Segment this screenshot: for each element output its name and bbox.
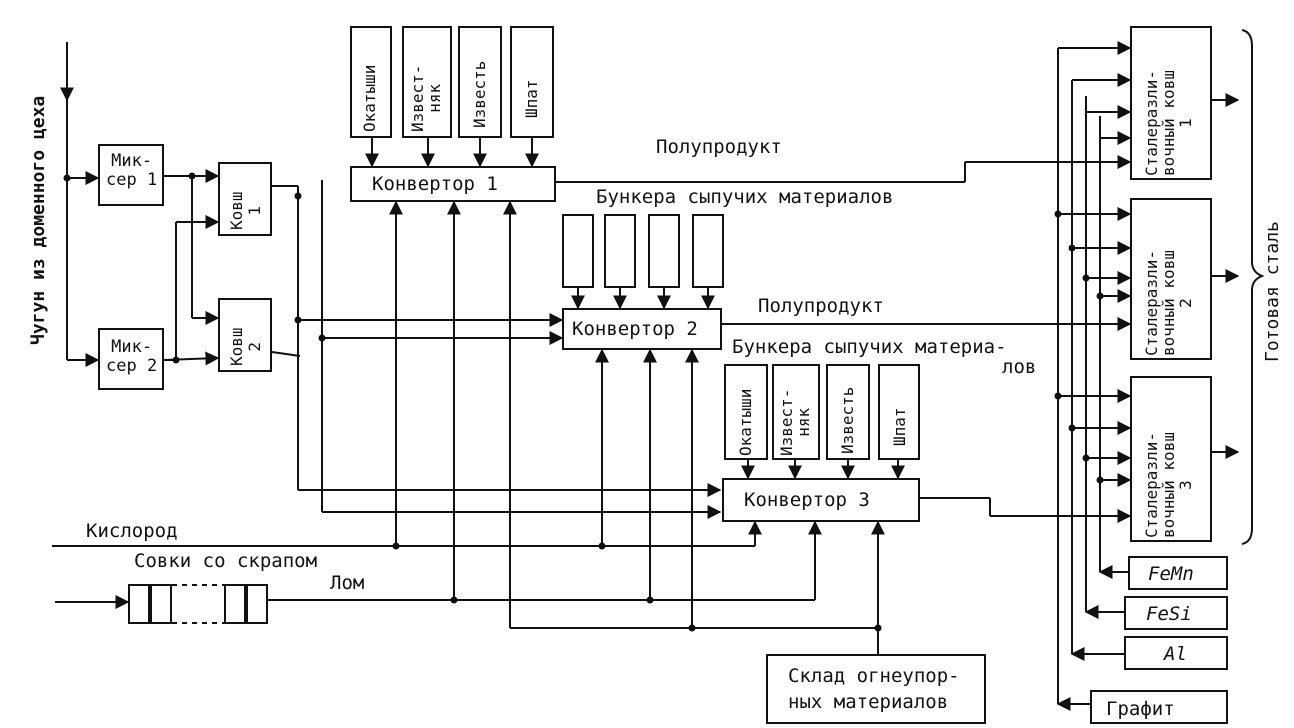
- additive-al-label: Al: [1164, 643, 1187, 665]
- lom-label: Лом: [330, 572, 365, 594]
- converter-3: Конвертор 3: [722, 478, 920, 522]
- bunker-label-3b: лов: [1002, 356, 1037, 378]
- bunker-label-3a: Бункера сыпучих материа-: [732, 336, 1007, 358]
- mixer-1-label: Мик- сер 1: [106, 151, 158, 190]
- ladle-1-label: Ковш 1: [227, 191, 264, 230]
- additive-fesi-label: FeSi: [1146, 603, 1192, 625]
- additive-graphite: Графит: [1090, 690, 1228, 724]
- bin-spar-1-label: Шпат: [522, 79, 541, 118]
- bin-pellets-1: Окатыши: [350, 26, 392, 138]
- converter-2-label: Конвертор 2: [572, 318, 698, 340]
- bin-limestone-3: Извест- няк: [772, 364, 820, 460]
- ladle-1: Ковш 1: [218, 162, 272, 236]
- bin-spar-1: Шпат: [510, 26, 554, 138]
- bunker-2d: [692, 214, 724, 288]
- additive-femn: FeMn: [1128, 556, 1228, 590]
- mixer-1: Мик- сер 1: [98, 144, 164, 206]
- pouring-ladle-1-label: Сталеразли- вочный ковш 1: [1142, 70, 1195, 176]
- scrap-box-1: [128, 584, 150, 624]
- refractory-label: Склад огнеупор- ных материалов: [788, 665, 960, 713]
- converter-1: Конвертор 1: [350, 166, 556, 202]
- pouring-ladle-3: Сталеразли- вочный ковш 3: [1130, 376, 1212, 542]
- converter-2: Конвертор 2: [562, 308, 722, 350]
- bin-pellets-3-label: Окатыши: [736, 388, 755, 456]
- oxygen-label: Кислород: [86, 520, 178, 542]
- additive-fesi: FeSi: [1124, 596, 1228, 630]
- additive-al: Al: [1124, 636, 1228, 670]
- additive-femn-label: FeMn: [1148, 563, 1194, 585]
- bin-spar-3-label: Шпат: [890, 407, 909, 446]
- bunker-label-1: Бункера сыпучих материалов: [596, 186, 894, 208]
- bin-lime-3-label: Известь: [838, 386, 857, 454]
- pouring-ladle-2: Сталеразли- вочный ковш 2: [1130, 198, 1212, 360]
- bin-lime-1-label: Известь: [470, 60, 489, 128]
- semi-product-label-1: Полупродукт: [656, 136, 782, 158]
- bunker-2a: [562, 214, 594, 288]
- bunker-2b: [604, 214, 636, 288]
- semi-product-label-2: Полупродукт: [758, 295, 884, 317]
- scrap-conveyor: [172, 584, 224, 624]
- refractory-store: Склад огнеупор- ных материалов: [766, 654, 986, 724]
- bin-pellets-3: Окатыши: [724, 364, 768, 460]
- scrap-label: Совки со скрапом: [134, 550, 318, 572]
- bin-lime-3: Известь: [826, 364, 870, 460]
- pouring-ladle-2-label: Сталеразли- вочный ковш 2: [1142, 250, 1195, 356]
- bin-spar-3: Шпат: [878, 364, 920, 460]
- converter-3-label: Конвертор 3: [744, 489, 870, 511]
- additive-graphite-label: Графит: [1106, 698, 1175, 720]
- scrap-box-2: [150, 584, 172, 624]
- mixer-2: Мик- сер 2: [98, 328, 164, 390]
- pouring-ladle-3-label: Сталеразли- вочный ковш 3: [1142, 432, 1195, 538]
- mixer-2-label: Мик- сер 2: [106, 337, 158, 376]
- ladle-2: Ковш 2: [218, 298, 272, 372]
- bin-limestone-1-label: Извест- няк: [408, 64, 444, 132]
- scrap-box-3: [224, 584, 246, 624]
- bin-pellets-1-label: Окатыши: [360, 64, 379, 132]
- ladle-2-label: Ковш 2: [227, 327, 264, 366]
- ready-steel-label: Готовая сталь: [1262, 221, 1283, 362]
- converter-1-label: Конвертор 1: [372, 173, 498, 195]
- source-label: Чугун из доменного цеха: [28, 95, 49, 345]
- bunker-2c: [648, 214, 680, 288]
- bin-limestone-3-label: Извест- няк: [777, 388, 813, 456]
- pouring-ladle-1: Сталеразли- вочный ковш 1: [1130, 26, 1212, 180]
- bin-limestone-1: Извест- няк: [402, 26, 452, 138]
- junction-dots: [63, 172, 1104, 632]
- bin-lime-1: Известь: [458, 26, 502, 138]
- scrap-box-4: [246, 584, 268, 624]
